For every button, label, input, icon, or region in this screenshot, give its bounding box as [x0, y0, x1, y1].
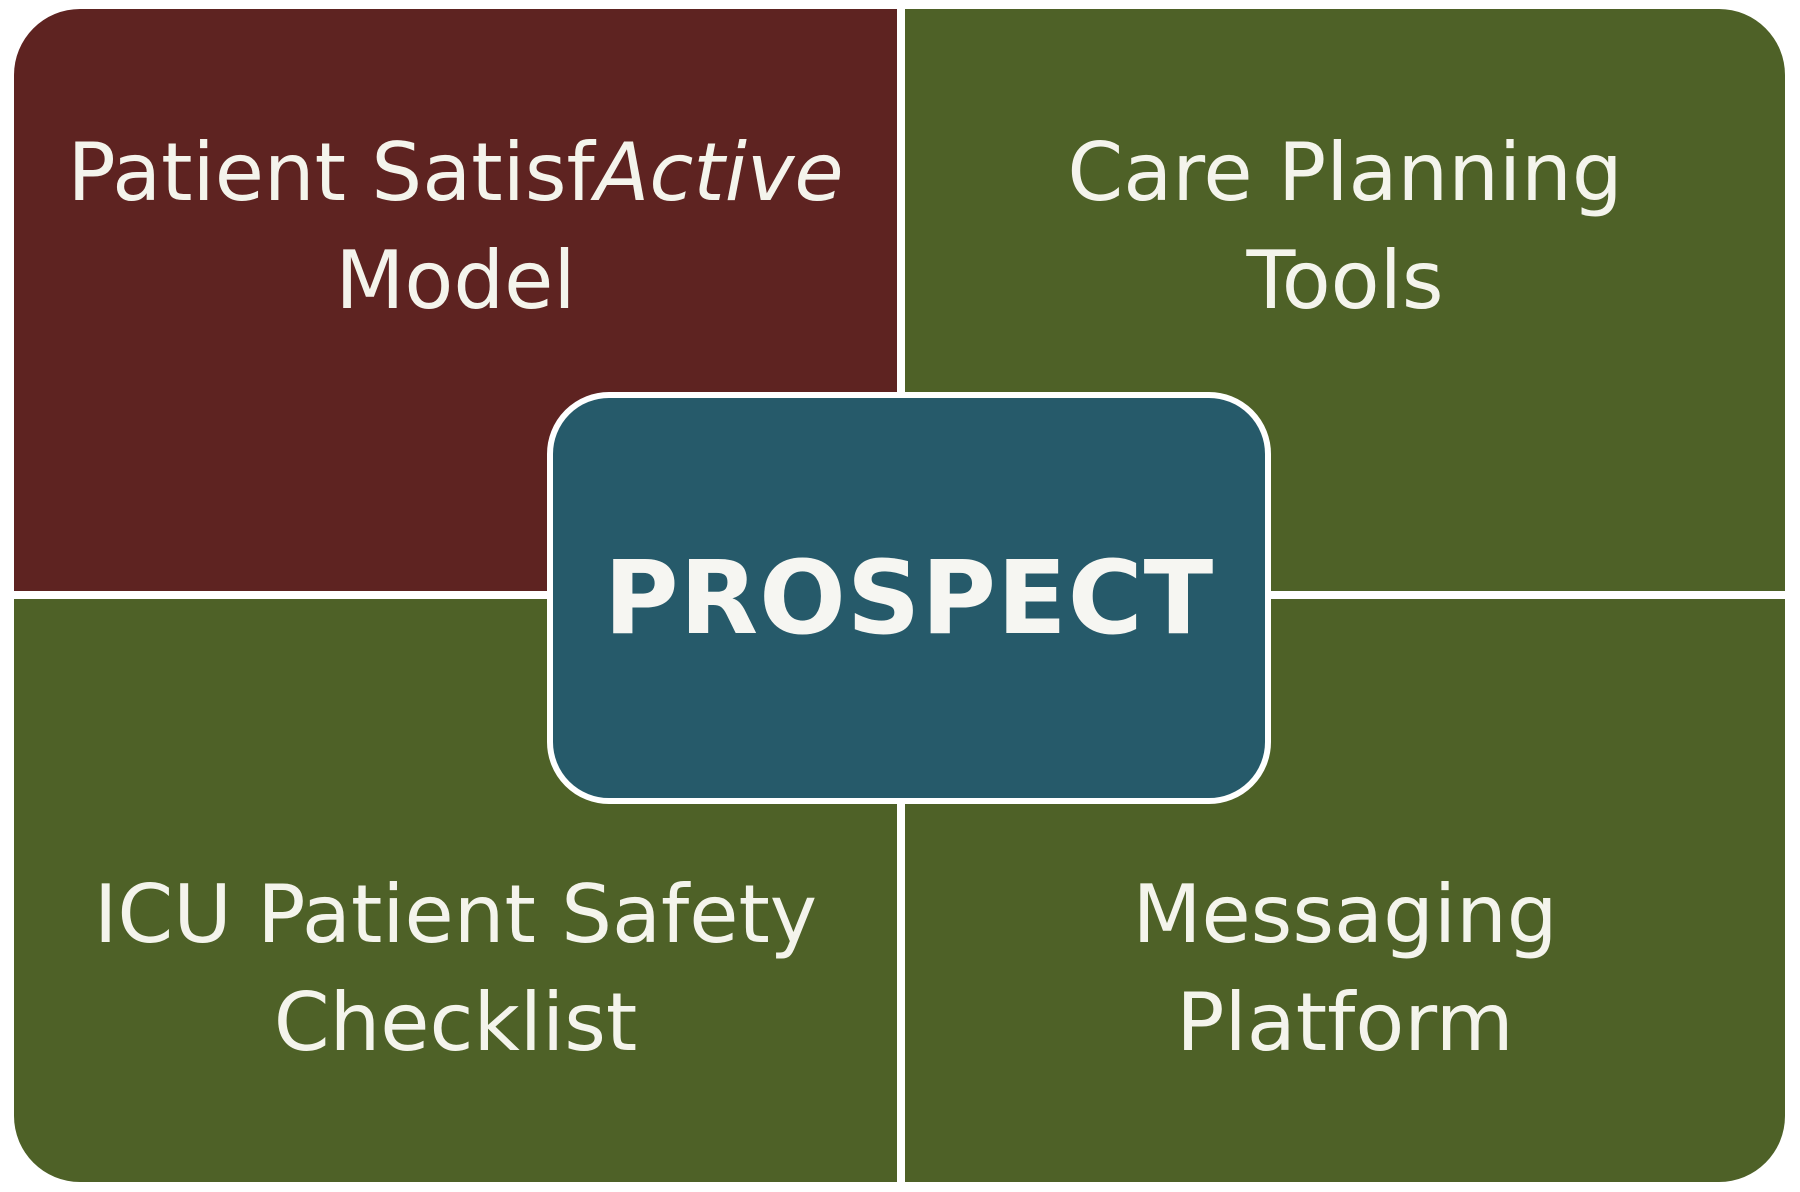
quadrant-title-line2: Tools [1246, 234, 1444, 327]
quadrant-title-line1: ICU Patient Safety [93, 868, 818, 961]
quadrant-title-line1: Care Planning [1067, 126, 1623, 219]
quadrant-patient-satisfactive-model: Patient SatisfActive Model [14, 9, 897, 591]
quadrant-title-line2: Checklist [273, 976, 638, 1069]
quadrant-title-italic: Active [594, 126, 844, 219]
quadrant-title-line2: Model [335, 234, 576, 327]
prospect-diagram: Patient SatisfActive Model Care Planning… [14, 9, 1785, 1182]
quadrant-title-plain: Patient Satisf [67, 126, 595, 219]
center-label: PROSPECT [603, 538, 1215, 658]
quadrant-title-line1: Messaging [1132, 868, 1558, 961]
center-prospect-box: PROSPECT [547, 392, 1271, 804]
quadrant-title-line2: Platform [1176, 976, 1514, 1069]
quadrant-title-line1: Patient SatisfActive [67, 119, 843, 227]
